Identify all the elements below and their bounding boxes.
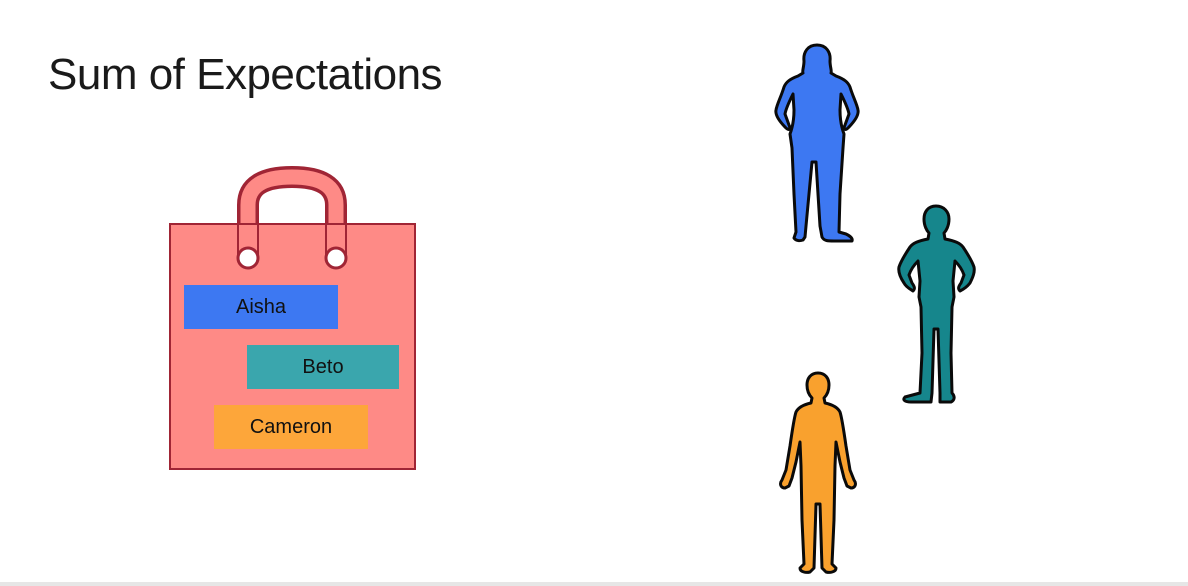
slide-bottom-border xyxy=(0,582,1188,586)
bag-tag-cameron: Cameron xyxy=(214,405,368,449)
bag-grommet-left xyxy=(236,246,260,270)
person-aisha-icon xyxy=(774,43,860,243)
bag-tag-aisha: Aisha xyxy=(184,285,338,329)
person-cameron-icon xyxy=(779,371,857,574)
bag-tag-beto: Beto xyxy=(247,345,399,389)
person-beto-icon xyxy=(897,204,976,404)
slide-title: Sum of Expectations xyxy=(48,50,443,99)
bag-grommet-right xyxy=(324,246,348,270)
